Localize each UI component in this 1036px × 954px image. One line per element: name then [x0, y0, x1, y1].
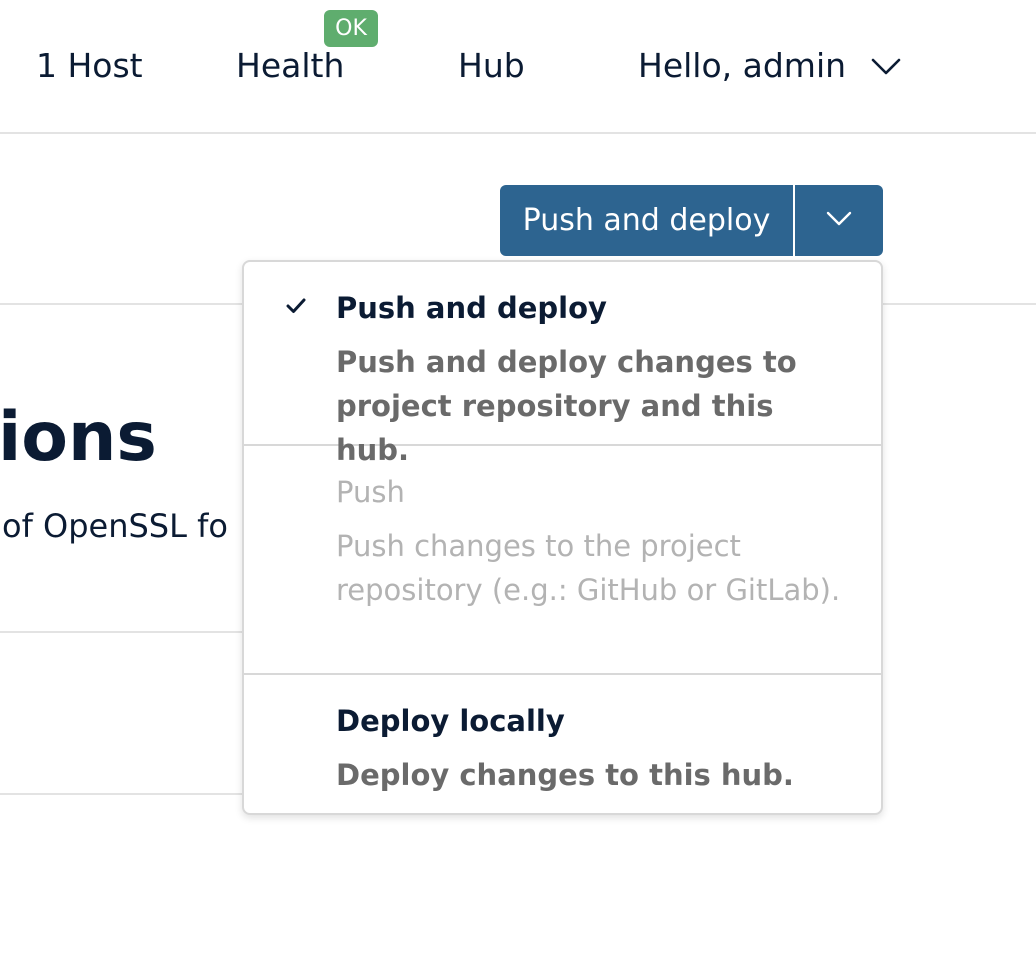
nav-hosts-label: 1 Host — [36, 46, 143, 85]
nav-hub-label: Hub — [458, 46, 525, 85]
page-title: ions — [0, 398, 157, 477]
chevron-down-icon — [871, 45, 901, 85]
deploy-options-toggle[interactable] — [795, 185, 883, 256]
chevron-down-icon — [826, 211, 852, 226]
nav-hosts-link[interactable]: 1 Host — [36, 46, 143, 86]
nav-hub-link[interactable]: Hub — [458, 46, 525, 86]
menu-option-title: Deploy locally — [336, 704, 565, 738]
row-divider — [0, 631, 244, 633]
page-description: of OpenSSL fo — [2, 507, 228, 545]
menu-option-deploy-locally[interactable]: Deploy locally Deploy changes to this hu… — [244, 675, 881, 813]
push-and-deploy-split-button: Push and deploy — [500, 185, 883, 256]
checkmark-icon — [286, 298, 306, 318]
menu-option-description: Deploy changes to this hub. — [336, 758, 794, 792]
menu-option-title: Push and deploy — [336, 291, 607, 325]
menu-option-description: Push changes to the project repository (… — [336, 529, 841, 607]
user-menu[interactable]: Hello, admin — [638, 46, 901, 86]
menu-option-description: Push and deploy changes to project repos… — [336, 345, 797, 467]
user-greeting: Hello, admin — [638, 46, 847, 85]
nav-health-label: Health — [236, 46, 345, 85]
menu-option-title: Push — [336, 475, 405, 509]
health-status-badge: OK — [324, 10, 378, 47]
nav-health-link[interactable]: Health — [236, 46, 344, 86]
push-and-deploy-button[interactable]: Push and deploy — [522, 203, 771, 238]
menu-option-push[interactable]: Push Push changes to the project reposit… — [244, 446, 881, 675]
split-button-divider — [793, 185, 795, 256]
top-navigation: 1 Host Health OK Hub Hello, admin — [0, 0, 1036, 134]
deploy-options-menu: Push and deploy Push and deploy changes … — [242, 260, 883, 815]
row-divider — [0, 793, 244, 795]
menu-option-push-and-deploy[interactable]: Push and deploy Push and deploy changes … — [244, 262, 881, 467]
